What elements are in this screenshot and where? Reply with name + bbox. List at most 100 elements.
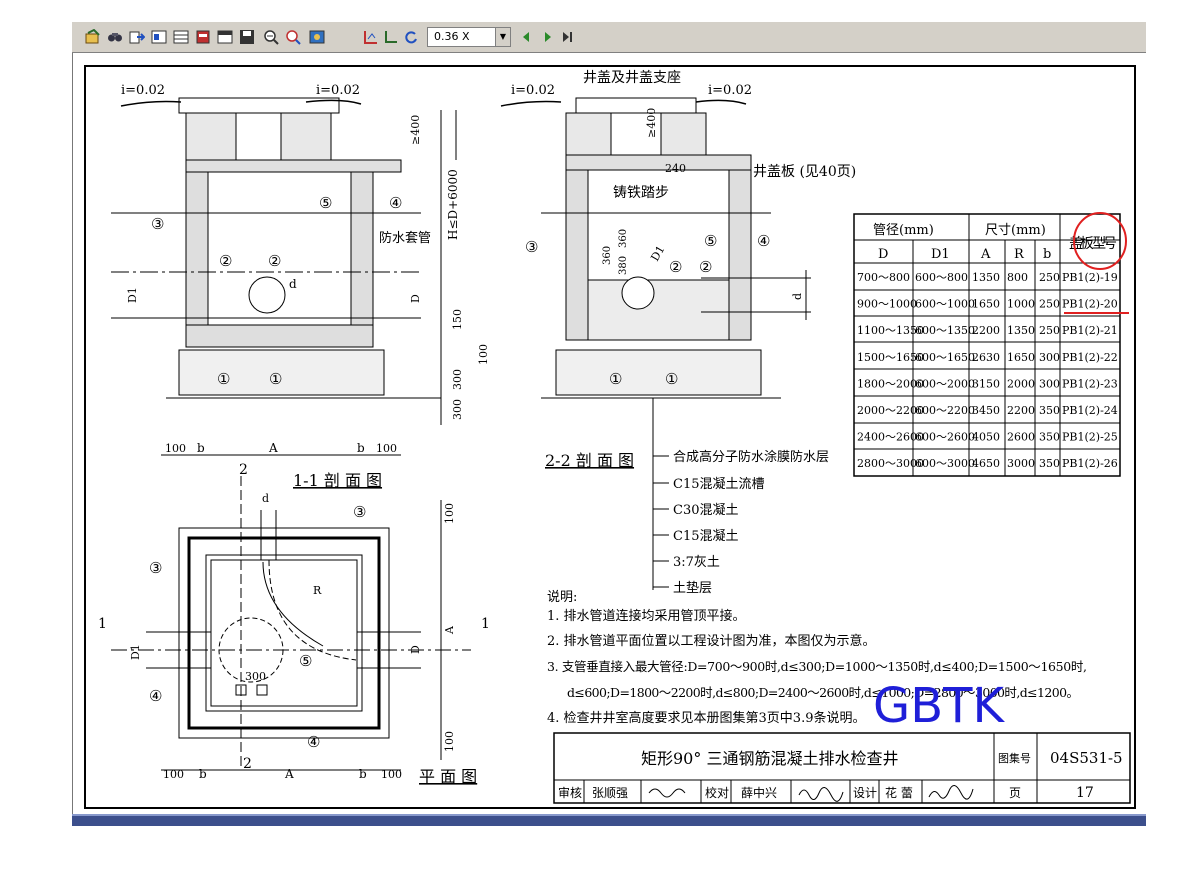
dim-150: 150 [451,309,464,330]
dim-240: 240 [665,162,686,175]
table-cell: 1100～1350 [857,324,924,337]
dim-icon[interactable] [362,28,380,46]
table-cell: 2800～3000 [857,457,924,470]
table-cell: 600～2200 [915,404,975,417]
plan-small-d: d [262,492,269,505]
dim-360a: 360 [618,229,629,248]
table-cell: 3000 [1007,457,1035,470]
plan-a-vert: A [443,625,456,635]
zoom-value: 0.36 X [434,30,470,43]
design-label: 设计 [853,786,877,800]
table-cell: 600～1650 [915,351,975,364]
export-icon[interactable] [128,28,146,46]
plan-d1: D1 [129,644,142,660]
cut-2-bottom: 2 [243,756,252,772]
page-no: 17 [1076,785,1094,801]
marker-3-s2: ③ [525,238,538,256]
chevron-down-icon[interactable]: ▼ [495,28,510,46]
zoom-select[interactable]: 0.36 X ▼ [427,27,511,47]
table-cell: 2200 [1007,404,1035,417]
plan-marker-3b: ③ [149,559,162,577]
marker-1b-s2: ① [665,370,678,388]
section-2-2-title: 2-2 剖 面 图 [545,451,634,470]
find-icon[interactable] [106,28,124,46]
d1-dim-1: D1 [126,287,139,303]
layer-4: C15混凝土 [673,528,739,544]
table-cell: 900～1000 [857,298,917,311]
table-cell: 300 [1039,351,1060,364]
stack-icon[interactable] [194,28,212,46]
cover-label: 井盖及井盖支座 [583,70,681,86]
title-block-title: 矩形90° 三通钢筋混凝土排水检查井 [641,749,898,768]
layer-6: 土垫层 [673,580,712,596]
table-cell: 2400～2600 [857,431,924,444]
slope-left-2: i=0.02 [511,83,555,98]
last-page-icon[interactable] [558,28,576,46]
drawing-viewer[interactable]: i=0.02 i=0.02 防水套管 H≤D+6000 ≥400 D1 D d … [72,53,1147,823]
table-cell: 350 [1039,457,1060,470]
grid-icon[interactable] [172,28,190,46]
height-dim: H≤D+6000 [446,169,460,240]
table-cell: 700～800 [857,271,910,284]
atlas-no: 04S531-5 [1050,749,1123,767]
marker-1a-s2: ① [609,370,622,388]
dim-300b: 300 [451,399,464,420]
dim-b-right: b [357,441,365,455]
marker-1a-s1: ① [217,370,230,388]
watermark: GBTK [873,678,1005,734]
toolbar: 0.36 X ▼ [72,22,1146,53]
photo-icon[interactable] [308,28,326,46]
marker-5-s1: ⑤ [319,194,332,212]
drawing-sheet: i=0.02 i=0.02 防水套管 H≤D+6000 ≥400 D1 D d … [84,65,1136,809]
plan-marker-4a: ④ [149,687,162,705]
status-bar [72,814,1146,826]
table-cell: 600～3000 [915,457,975,470]
small-d-2: d [791,293,804,300]
plan-b-left: b [199,767,207,781]
table-cell: 1650 [972,298,1000,311]
table-header-pipe: 管径(mm) [873,223,934,238]
dim-100-left: 100 [165,442,186,455]
table-cell: 2600 [1007,431,1035,444]
dim-a-1: A [268,441,278,455]
plan-w100-right: 100 [381,768,402,781]
rotate-icon[interactable] [402,28,420,46]
table-cell: 250 [1039,324,1060,337]
page-icon[interactable] [150,28,168,46]
d1-dim-2: D1 [648,243,667,263]
zoom-find-icon[interactable] [284,28,302,46]
marker-3-s1: ③ [151,215,164,233]
table-header-cover: 盖板 型号 [1069,236,1117,252]
ruler-icon[interactable] [382,28,400,46]
table-cell: PB1(2)-25 [1062,431,1118,444]
table-cell: 4650 [972,457,1000,470]
dim-300a: 300 [451,369,464,390]
plan-view [111,476,471,771]
table-header-a: A [980,247,991,262]
slope-right-2: i=0.02 [708,83,752,98]
marker-4-s1: ④ [389,194,402,212]
section-2-2 [500,97,811,590]
next-icon[interactable] [538,28,556,46]
table-cell: 250 [1039,298,1060,311]
plan-r: R [313,584,322,597]
title-block [553,732,1131,804]
zoom-in-icon[interactable] [262,28,280,46]
step-label: 铸铁踏步 [613,185,669,201]
table-cell: PB1(2)-23 [1062,377,1118,390]
layer-5: 3:7灰土 [673,555,720,570]
prev-icon[interactable] [518,28,536,46]
dim-100-right: 100 [376,442,397,455]
top-dim-2: ≥400 [645,108,658,138]
table-cell: 300 [1039,377,1060,390]
marker-2b-s1: ② [268,252,281,270]
window-icon[interactable] [216,28,234,46]
table-cell: 1650 [1007,351,1035,364]
table-cell: PB1(2)-20 [1062,298,1118,311]
note-1: 1. 排水管道连接均采用管顶平接。 [547,608,746,624]
save-icon[interactable] [238,28,256,46]
open-icon[interactable] [84,28,102,46]
table-header-b: b [1043,247,1051,262]
table-cell: 2000 [1007,377,1035,390]
